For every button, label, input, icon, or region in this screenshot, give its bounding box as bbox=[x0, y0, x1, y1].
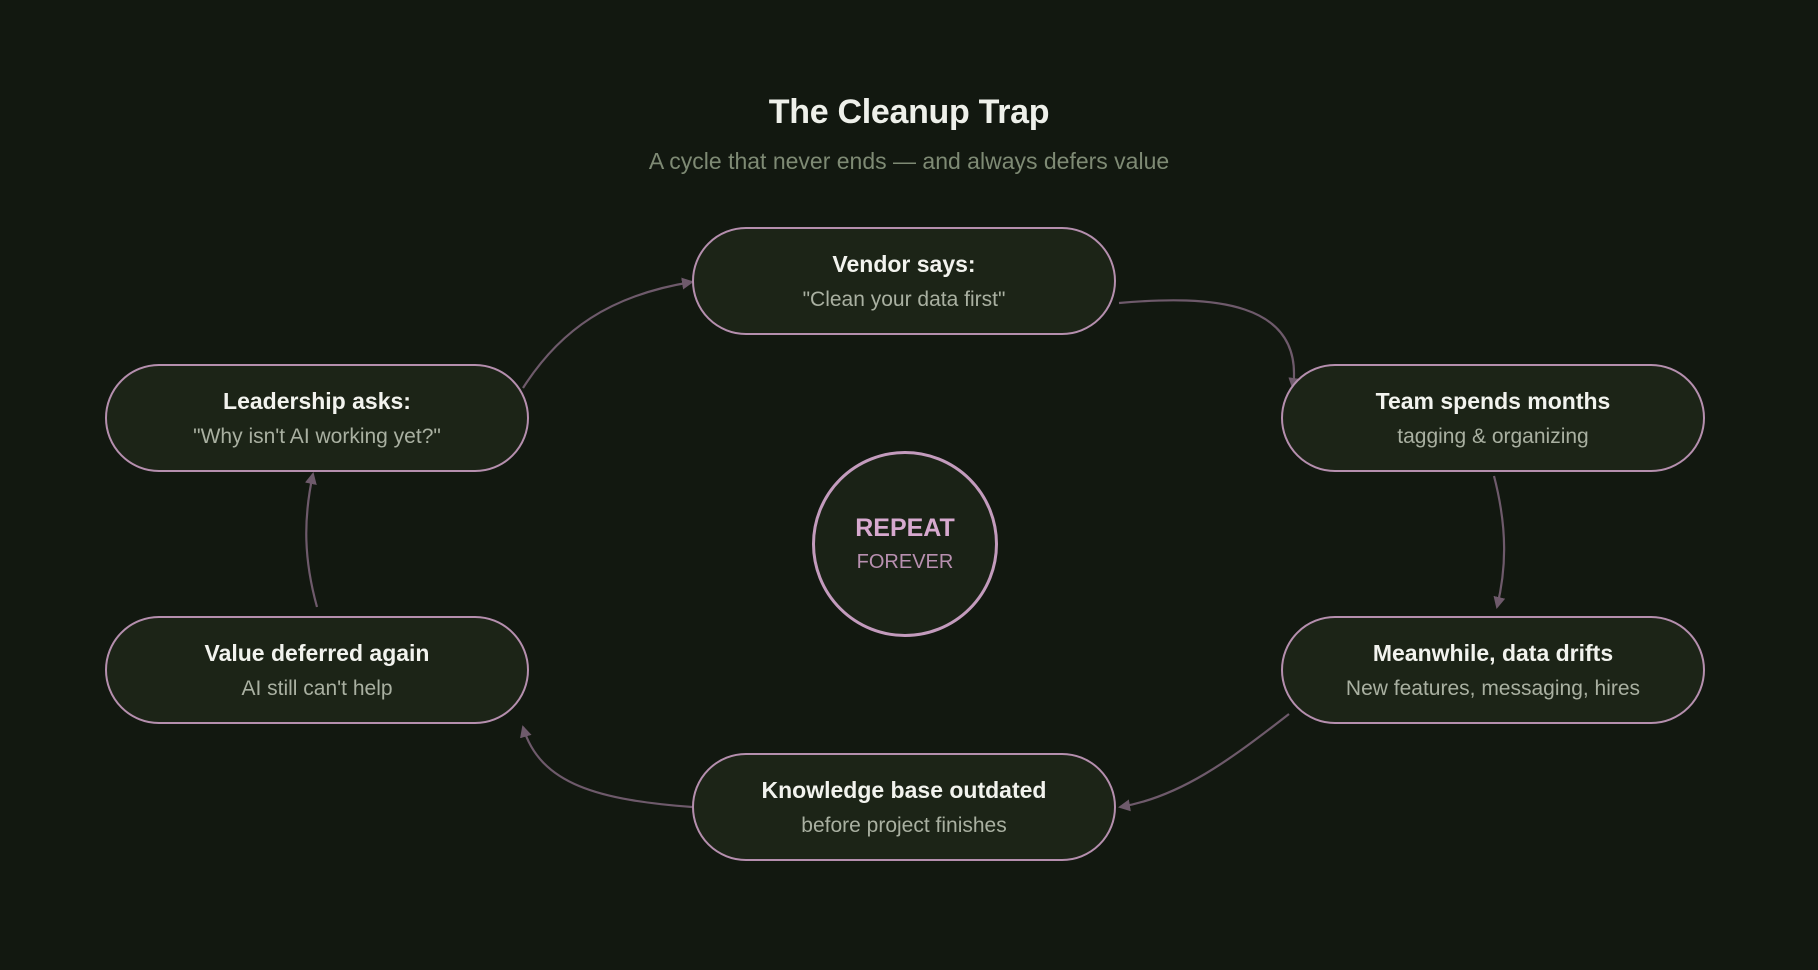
arrow-team-to-drift bbox=[1492, 475, 1506, 609]
diagram-subtitle: A cycle that never ends — and always def… bbox=[648, 148, 1170, 174]
node-drift: Meanwhile, data drifts New features, mes… bbox=[1281, 616, 1705, 724]
arrow-drift-to-kb bbox=[1118, 713, 1290, 812]
node-heading: Team spends months bbox=[1375, 387, 1611, 414]
node-heading: Vendor says: bbox=[832, 250, 976, 277]
node-heading: Knowledge base outdated bbox=[761, 776, 1047, 803]
arrow-vendor-to-team bbox=[1118, 299, 1301, 390]
node-heading: Value deferred again bbox=[204, 639, 430, 666]
center-sublabel: FOREVER bbox=[856, 551, 954, 573]
arrow-kb-to-deferred bbox=[520, 725, 693, 809]
node-team: Team spends months tagging & organizing bbox=[1281, 364, 1705, 472]
node-knowledge-base: Knowledge base outdated before project f… bbox=[692, 753, 1116, 861]
node-leadership: Leadership asks: "Why isn't AI working y… bbox=[105, 364, 529, 472]
arrow-deferred-to-leadership bbox=[305, 472, 319, 608]
node-detail: "Why isn't AI working yet?" bbox=[193, 424, 441, 448]
node-detail: before project finishes bbox=[801, 813, 1007, 837]
node-detail: "Clean your data first" bbox=[802, 287, 1006, 311]
node-value-deferred: Value deferred again AI still can't help bbox=[105, 616, 529, 724]
arrow-leadership-to-vendor bbox=[522, 277, 694, 389]
center-label: REPEAT bbox=[855, 514, 955, 542]
repeat-forever-badge: REPEAT FOREVER bbox=[812, 451, 998, 637]
node-vendor: Vendor says: "Clean your data first" bbox=[692, 227, 1116, 335]
node-detail: New features, messaging, hires bbox=[1345, 676, 1641, 700]
node-detail: AI still can't help bbox=[241, 676, 393, 700]
node-detail: tagging & organizing bbox=[1397, 424, 1589, 448]
node-heading: Leadership asks: bbox=[223, 387, 411, 414]
node-heading: Meanwhile, data drifts bbox=[1372, 639, 1614, 666]
diagram-title: The Cleanup Trap bbox=[768, 93, 1050, 131]
